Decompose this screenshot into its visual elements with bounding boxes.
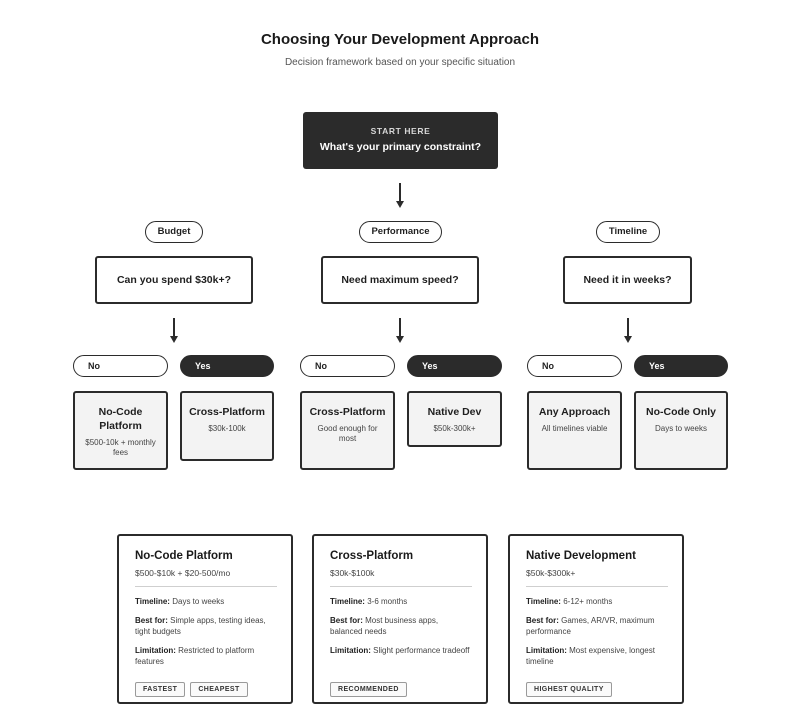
result-sub: Good enough for most xyxy=(317,424,378,443)
start-arrow-line xyxy=(399,183,401,202)
result-title: Cross-Platform xyxy=(189,406,265,418)
card-price: $30k-$100k xyxy=(330,568,375,578)
result-performance-yes: Native Dev $50k-300k+ xyxy=(407,391,502,447)
result-title: Cross-Platform xyxy=(309,406,386,418)
result-sub: All timelines viable xyxy=(541,424,608,433)
page-title: Choosing Your Development Approach xyxy=(260,31,540,48)
card-timeline: Timeline: 3-6 months xyxy=(330,597,408,606)
result-title: No-Code Platform xyxy=(98,406,143,432)
constraint-pill-timeline: Timeline xyxy=(596,221,660,243)
timeline-arrow-head xyxy=(624,336,632,343)
result-budget-yes: Cross-Platform $30k-100k xyxy=(180,391,274,461)
tag-badge: CHEAPEST xyxy=(190,682,248,697)
result-timeline-yes: No-Code Only Days to weeks xyxy=(634,391,728,470)
card-divider xyxy=(526,586,668,587)
card-tags: FASTEST CHEAPEST xyxy=(135,678,253,697)
start-question: What's your primary constraint? xyxy=(319,141,482,153)
card-limitation: Limitation: Slight performance tradeoff xyxy=(330,646,470,655)
card-limitation: Limitation: Most expensive, longest time… xyxy=(526,646,655,666)
answer-yes-timeline: Yes xyxy=(634,355,728,377)
answer-no-timeline: No xyxy=(527,355,622,377)
answer-yes-performance: Yes xyxy=(407,355,502,377)
card-title: Native Development xyxy=(526,550,636,562)
question-box-budget: Can you spend $30k+? xyxy=(95,256,253,304)
constraint-pill-performance: Performance xyxy=(359,221,442,243)
card-title: No-Code Platform xyxy=(135,550,233,562)
result-sub: $50k-300k+ xyxy=(433,424,476,433)
start-node: START HERE What's your primary constrain… xyxy=(303,112,498,169)
start-arrow-head xyxy=(396,201,404,208)
performance-arrow-line xyxy=(399,318,401,337)
summary-card-no-code: No-Code Platform $500-$10k + $20-500/mo … xyxy=(117,534,293,704)
card-tags: RECOMMENDED xyxy=(330,678,412,697)
result-timeline-no: Any Approach All timelines viable xyxy=(527,391,622,470)
result-title: Any Approach xyxy=(538,406,611,418)
card-timeline: Timeline: Days to weeks xyxy=(135,597,225,606)
result-performance-no: Cross-Platform Good enough for most xyxy=(300,391,395,470)
timeline-arrow-line xyxy=(627,318,629,337)
result-sub: $30k-100k xyxy=(208,424,246,433)
result-sub: Days to weeks xyxy=(654,424,708,433)
card-divider xyxy=(330,586,472,587)
tag-badge: RECOMMENDED xyxy=(330,682,407,697)
answer-yes-budget: Yes xyxy=(180,355,274,377)
constraint-pill-budget: Budget xyxy=(145,221,203,243)
card-best-for: Best for: Games, AR/VR, maximum performa… xyxy=(526,616,655,636)
card-best-for: Best for: Simple apps, testing ideas, ti… xyxy=(135,616,266,636)
start-kicker: START HERE xyxy=(370,126,431,136)
result-budget-no: No-Code Platform $500-10k + monthly fees xyxy=(73,391,168,470)
card-divider xyxy=(135,586,277,587)
card-limitation: Limitation: Restricted to platform featu… xyxy=(135,646,255,666)
result-sub: $500-10k + monthly fees xyxy=(85,438,156,457)
card-tags: HIGHEST QUALITY xyxy=(526,678,617,697)
tag-badge: HIGHEST QUALITY xyxy=(526,682,612,697)
budget-arrow-head xyxy=(170,336,178,343)
card-timeline: Timeline: 6-12+ months xyxy=(526,597,613,606)
card-best-for: Best for: Most business apps, balanced n… xyxy=(330,616,439,636)
summary-card-cross-platform: Cross-Platform $30k-$100k Timeline: 3-6 … xyxy=(312,534,488,704)
card-price: $50k-$300k+ xyxy=(526,568,576,578)
question-box-performance: Need maximum speed? xyxy=(321,256,479,304)
result-title: No-Code Only xyxy=(646,406,716,418)
answer-no-performance: No xyxy=(300,355,395,377)
card-title: Cross-Platform xyxy=(330,550,414,562)
card-price: $500-$10k + $20-500/mo xyxy=(135,568,231,578)
question-box-timeline: Need it in weeks? xyxy=(563,256,692,304)
answer-no-budget: No xyxy=(73,355,168,377)
budget-arrow-line xyxy=(173,318,175,337)
tag-badge: FASTEST xyxy=(135,682,186,697)
page-subtitle: Decision framework based on your specifi… xyxy=(284,57,516,68)
summary-card-native: Native Development $50k-$300k+ Timeline:… xyxy=(508,534,684,704)
performance-arrow-head xyxy=(396,336,404,343)
result-title: Native Dev xyxy=(427,406,482,418)
